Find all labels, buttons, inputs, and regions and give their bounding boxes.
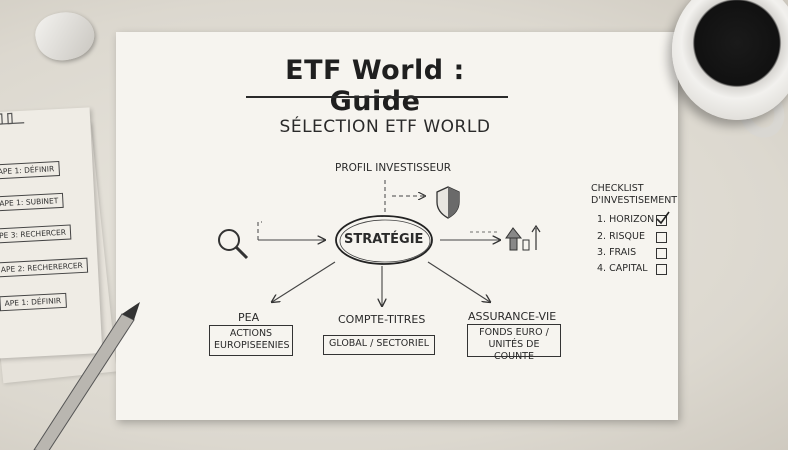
- checklist-item-risque: 2. RISQUE: [597, 231, 645, 242]
- coffee-mug: [672, 0, 788, 120]
- checkbox-capital[interactable]: [656, 264, 667, 275]
- branch-pea-line-2: EUROPISEENIES: [214, 340, 290, 351]
- branch-compte-titres-label: COMPTE-TITRES: [338, 313, 426, 326]
- branch-pea-line-1: ACTIONS: [229, 328, 273, 339]
- notepad: APE 1: DÉFINIR APE 1: SUBINET PE 3: RECH…: [0, 107, 103, 359]
- profil-investisseur-label: PROFIL INVESTISSEUR: [335, 162, 452, 174]
- notepad-step-4: APE 2: RECHERERCER: [0, 257, 89, 278]
- checkbox-frais[interactable]: [656, 248, 667, 259]
- checkbox-horizon[interactable]: [656, 211, 670, 226]
- notepad-step-1: APE 1: DÉFINIR: [0, 161, 60, 180]
- checklist-item-capital: 4. CAPITAL: [597, 263, 648, 274]
- checkmark-icon: [656, 211, 670, 225]
- branch-compte-titres-line-1: GLOBAL / SECTORIEL: [329, 338, 429, 349]
- branch-assurance-vie-box: FONDS EURO / UNITÉS DE COUNTE: [467, 324, 561, 362]
- page-subtitle: SÉLECTION ETF WORLD: [279, 117, 491, 137]
- checklist-title-line-1: CHECKLIST: [591, 183, 644, 194]
- checkbox-risque[interactable]: [656, 232, 667, 243]
- checklist-item-horizon: 1. HORIZON: [597, 214, 655, 225]
- pencil: [33, 302, 140, 450]
- branch-assurance-vie-line-1: FONDS EURO /: [479, 327, 549, 338]
- branch-pea-box: ACTIONS EUROPISEENIES: [209, 325, 293, 356]
- strategie-node: STRATÉGIE: [344, 232, 424, 247]
- checklist-item-frais: 3. FRAIS: [597, 247, 637, 258]
- branch-assurance-vie-label: ASSURANCE-VIE: [468, 310, 557, 323]
- notepad-step-3: PE 3: RECHERCER: [0, 224, 72, 244]
- checklist-title-line-2: D'INVESTISEMENT: [591, 195, 678, 206]
- title-underline: [246, 96, 508, 98]
- notepad-rings-icon: [0, 112, 25, 126]
- page-title: ETF World : Guide: [285, 55, 465, 117]
- checklist-title: CHECKLIST D'INVESTISEMENT: [591, 183, 677, 207]
- branch-assurance-vie-line-2: UNITÉS DE COUNTE: [488, 339, 540, 362]
- notepad-step-2: APE 1: SUBINET: [0, 192, 64, 212]
- paper-weight-rock: [30, 5, 100, 67]
- branch-compte-titres-box: GLOBAL / SECTORIEL: [323, 335, 435, 355]
- branch-pea-label: PEA: [238, 311, 260, 324]
